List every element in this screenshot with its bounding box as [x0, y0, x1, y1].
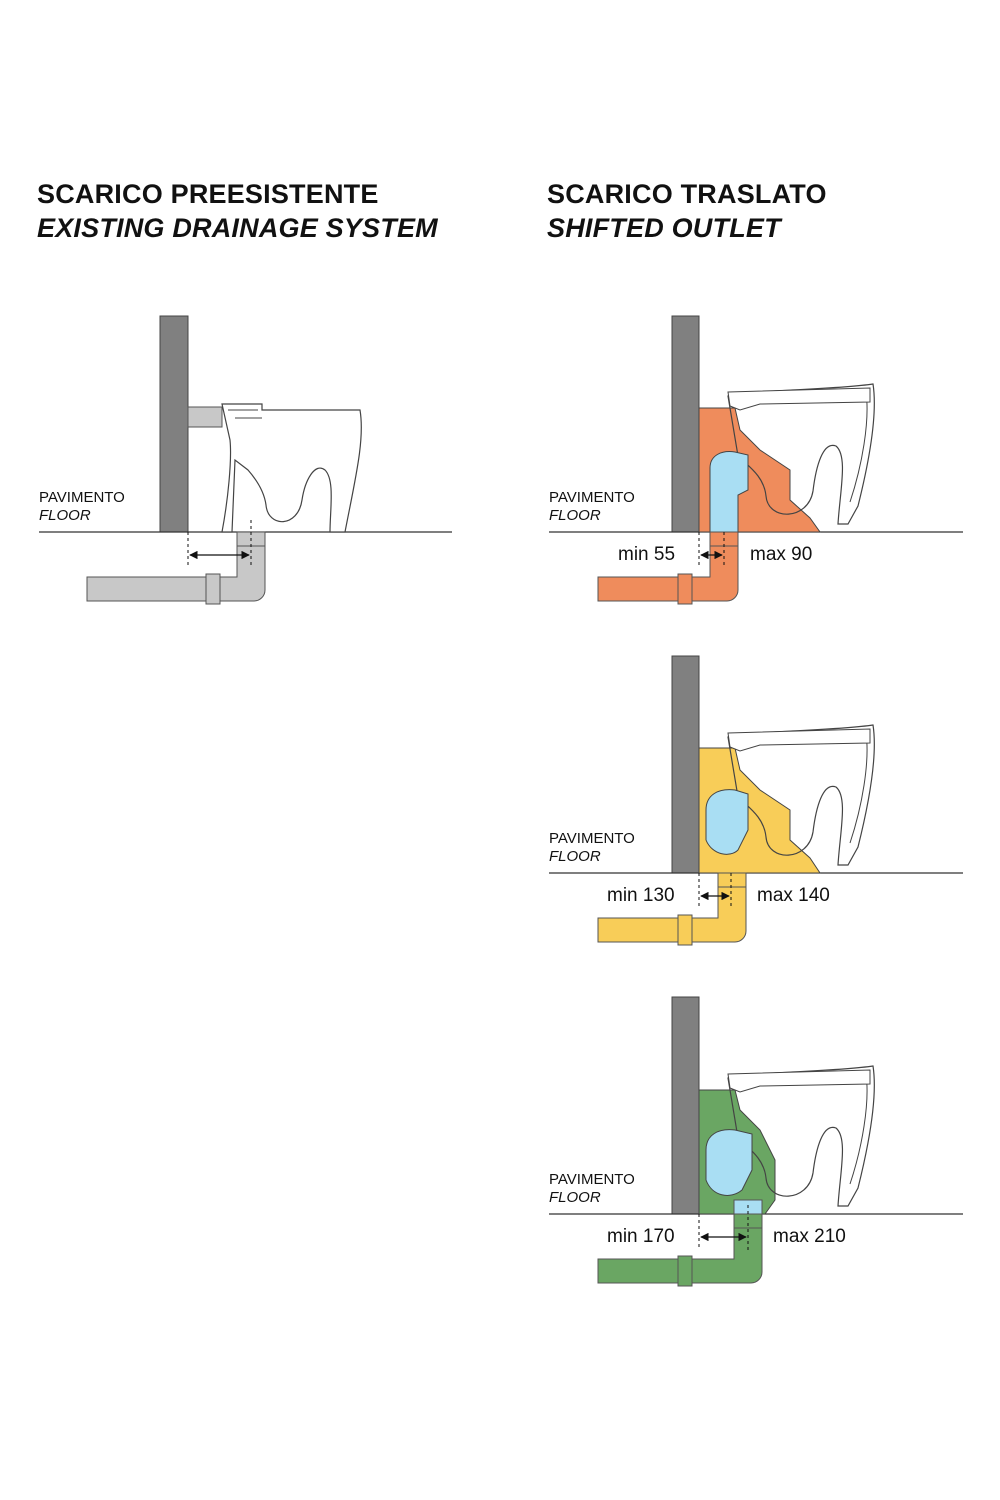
min-dimension-label: min 130	[607, 885, 675, 906]
existing-drainage-diagram	[39, 315, 452, 605]
pipe-joint	[677, 573, 693, 605]
shifted-outlet-diagram-3	[549, 996, 963, 1287]
floor-label-existing: PAVIMENTO FLOOR	[39, 489, 125, 524]
wall	[671, 655, 700, 874]
outlet-spigot	[717, 872, 747, 888]
shifted-outlet-diagram-2	[549, 655, 963, 946]
existing-drainage-title: SCARICO PREESISTENTE EXISTING DRAINAGE S…	[37, 177, 438, 245]
shifted-drain-pipe	[597, 886, 747, 943]
fitting-inner	[705, 789, 749, 855]
min-dimension-label: min 170	[607, 1226, 675, 1247]
floor-label-shift-3: PAVIMENTO FLOOR	[549, 1171, 635, 1206]
max-dimension-label: max 90	[750, 544, 813, 565]
pipe-joint	[677, 1255, 693, 1287]
floor-label-shift-2: PAVIMENTO FLOOR	[549, 830, 635, 865]
title-it: SCARICO PREESISTENTE	[37, 179, 379, 209]
floor-label-shift-1: PAVIMENTO FLOOR	[549, 489, 635, 524]
title-en: SHIFTED OUTLET	[547, 213, 781, 243]
wall	[671, 315, 700, 533]
max-dimension-label: max 140	[757, 885, 830, 906]
fitting-inner	[709, 451, 749, 533]
min-dimension-label: min 55	[618, 544, 676, 565]
title-en: EXISTING DRAINAGE SYSTEM	[37, 213, 438, 243]
shifted-drain-pipe	[597, 545, 739, 602]
wall	[159, 315, 189, 533]
inlet-pipe	[187, 406, 223, 428]
shifted-outlet-diagram-1	[549, 315, 963, 605]
shifted-outlet-title: SCARICO TRASLATO SHIFTED OUTLET	[547, 177, 827, 245]
pipe-joint	[205, 573, 221, 605]
pipe-joint	[677, 914, 693, 946]
wall	[671, 996, 700, 1215]
toilet-outline	[221, 403, 362, 533]
max-dimension-label: max 210	[773, 1226, 846, 1247]
shifted-drain-pipe	[597, 1227, 763, 1284]
title-it: SCARICO TRASLATO	[547, 179, 827, 209]
existing-drain-pipe	[86, 545, 266, 602]
fitting-inner	[705, 1129, 753, 1196]
